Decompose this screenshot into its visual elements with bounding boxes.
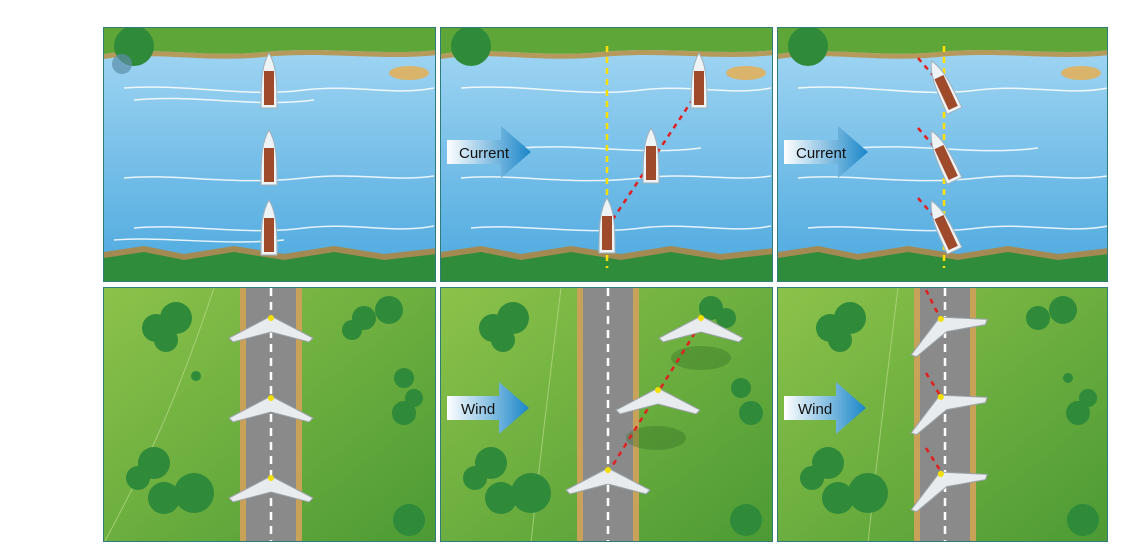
current-arrow: Current xyxy=(784,126,868,178)
current-label: Current xyxy=(459,145,510,162)
plane-icon xyxy=(615,387,701,415)
panel-boat-current-crab: Current xyxy=(777,27,1108,282)
sandbar-icon xyxy=(1061,66,1101,80)
wind-label: Wind xyxy=(798,401,832,418)
water-scene: Current xyxy=(441,28,772,281)
sandbar-icon xyxy=(726,66,766,80)
sandbar-icon xyxy=(389,66,429,80)
current-arrow: Current xyxy=(447,126,531,178)
boat-icon xyxy=(260,52,278,109)
plane-icon xyxy=(228,315,314,343)
field-scene: Wind xyxy=(441,288,772,541)
water-scene xyxy=(104,28,435,281)
wind-arrow: Wind xyxy=(784,382,866,434)
boat-icon xyxy=(598,197,616,254)
boat-icon xyxy=(930,129,963,185)
current-label: Current xyxy=(796,145,847,162)
panel-plane-wind-crab: Wind xyxy=(777,287,1108,542)
boat-icon xyxy=(642,127,660,184)
boat-icon xyxy=(260,199,278,256)
panel-boat-no-current xyxy=(103,27,436,282)
plane-icon xyxy=(228,395,314,423)
plane-icon xyxy=(910,393,988,436)
heading-lines xyxy=(924,289,947,479)
plane-icon xyxy=(658,315,744,343)
boat-icon xyxy=(260,129,278,186)
panel-boat-current-drift: Current xyxy=(440,27,773,282)
wind-label: Wind xyxy=(461,401,495,418)
field-scene: Wind xyxy=(778,288,1107,541)
boat-icon xyxy=(690,52,708,109)
plane-icon xyxy=(910,470,988,513)
plane-icon xyxy=(910,315,988,358)
far-bank xyxy=(104,28,435,54)
tree-cluster xyxy=(126,296,425,536)
water-ripples xyxy=(113,86,435,243)
panel-plane-no-wind xyxy=(103,287,436,542)
panel-plane-wind-drift: Wind xyxy=(440,287,773,542)
wind-arrow: Wind xyxy=(447,382,529,434)
boat-icon xyxy=(930,59,963,115)
boat-icon xyxy=(930,199,963,255)
field-scene xyxy=(104,288,435,541)
plane-icon xyxy=(228,475,314,503)
water-scene: Current xyxy=(778,28,1107,281)
tree-icon xyxy=(451,28,491,66)
tree-icon xyxy=(788,28,828,66)
plane-icon xyxy=(565,467,651,495)
